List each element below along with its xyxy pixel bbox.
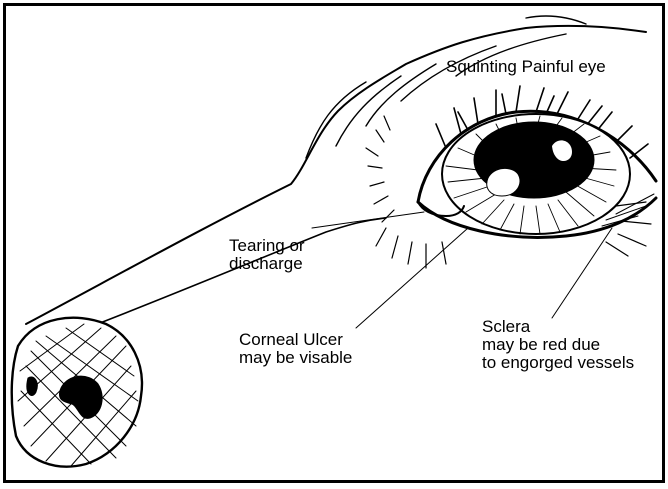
label-tearing-line-2: discharge xyxy=(229,254,303,273)
label-sclera-line-3: to engorged vessels xyxy=(482,353,634,372)
leader-sclera xyxy=(552,228,612,318)
label-sclera-line-2: may be red due xyxy=(482,335,600,354)
nose xyxy=(12,318,142,467)
label-sclera-line-1: Sclera xyxy=(482,317,530,336)
diagram-frame: Squinting Painful eye Tearing or dischar… xyxy=(3,3,665,483)
label-painful-eye: Squinting Painful eye xyxy=(446,58,606,76)
label-painful-eye-line: Squinting Painful eye xyxy=(446,57,606,76)
leader-tearing xyxy=(312,212,424,228)
label-corneal-ulcer: Corneal Ulcer may be visable xyxy=(239,331,352,367)
label-tearing: Tearing or discharge xyxy=(229,237,305,273)
corneal-ulcer-spot xyxy=(487,168,520,196)
label-corneal-ulcer-line-1: Corneal Ulcer xyxy=(239,330,343,349)
label-sclera: Sclera may be red due to engorged vessel… xyxy=(482,318,634,372)
label-corneal-ulcer-line-2: may be visable xyxy=(239,348,352,367)
label-tearing-line-1: Tearing or xyxy=(229,236,305,255)
dog-eye-illustration xyxy=(6,6,662,480)
